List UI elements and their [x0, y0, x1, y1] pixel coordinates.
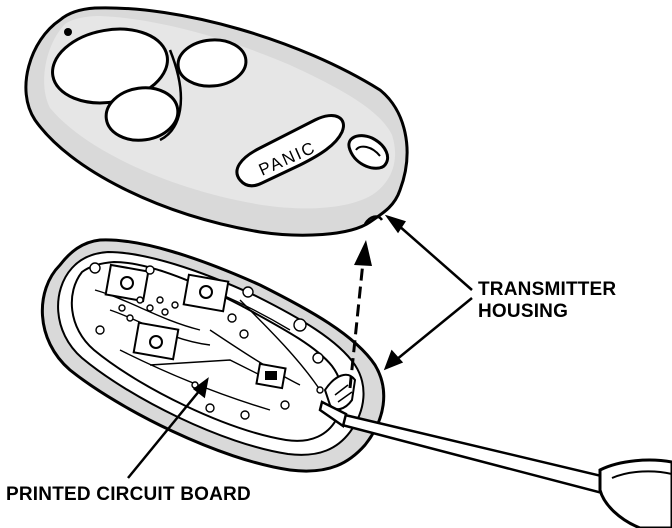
transmitter-housing-cover: PANIC	[24, 6, 409, 237]
button-hole-lower	[104, 86, 180, 142]
screwdriver-tip	[318, 400, 348, 429]
button-hole-right	[176, 38, 248, 88]
leader-housing-top-arrow	[384, 214, 406, 234]
switch-small-right	[255, 362, 287, 390]
leader-lines	[127, 214, 473, 479]
switch-lower	[132, 321, 180, 361]
screwdriver-handle	[598, 458, 672, 528]
screwdriver-shaft	[340, 413, 612, 496]
leader-housing-bottom-arrow	[383, 349, 404, 371]
leader-housing-top	[397, 224, 473, 291]
screwdriver	[318, 400, 672, 528]
leader-pcb	[127, 389, 201, 479]
pry-arrow-dashed-line	[348, 261, 365, 389]
pry-arrow-head	[354, 240, 372, 266]
pcb-pads	[89, 262, 324, 420]
pry-direction-arrow	[348, 240, 372, 389]
switch-top-left	[104, 263, 150, 303]
label-transmitter-housing: TRANSMITTER HOUSING	[478, 279, 616, 323]
label-printed-circuit-board: PRINTED CIRCUIT BOARD	[6, 484, 251, 505]
switch-top-right	[182, 273, 230, 313]
case-latch-detail	[334, 384, 353, 403]
housing-notch	[363, 215, 384, 225]
label-housing-line: HOUSING	[478, 301, 569, 322]
small-button-hole	[347, 134, 389, 170]
small-button-inner	[355, 145, 381, 157]
screwdriver-handle-ridge	[611, 470, 672, 479]
label-transmitter-line: TRANSMITTER	[478, 279, 617, 300]
housing-bulge	[159, 49, 183, 142]
transmitter-lower-case	[40, 238, 386, 473]
housing-small-dot	[64, 28, 72, 36]
leader-housing-bottom	[395, 297, 473, 361]
leader-pcb-arrow	[192, 377, 209, 399]
panic-button-recess	[235, 114, 345, 188]
